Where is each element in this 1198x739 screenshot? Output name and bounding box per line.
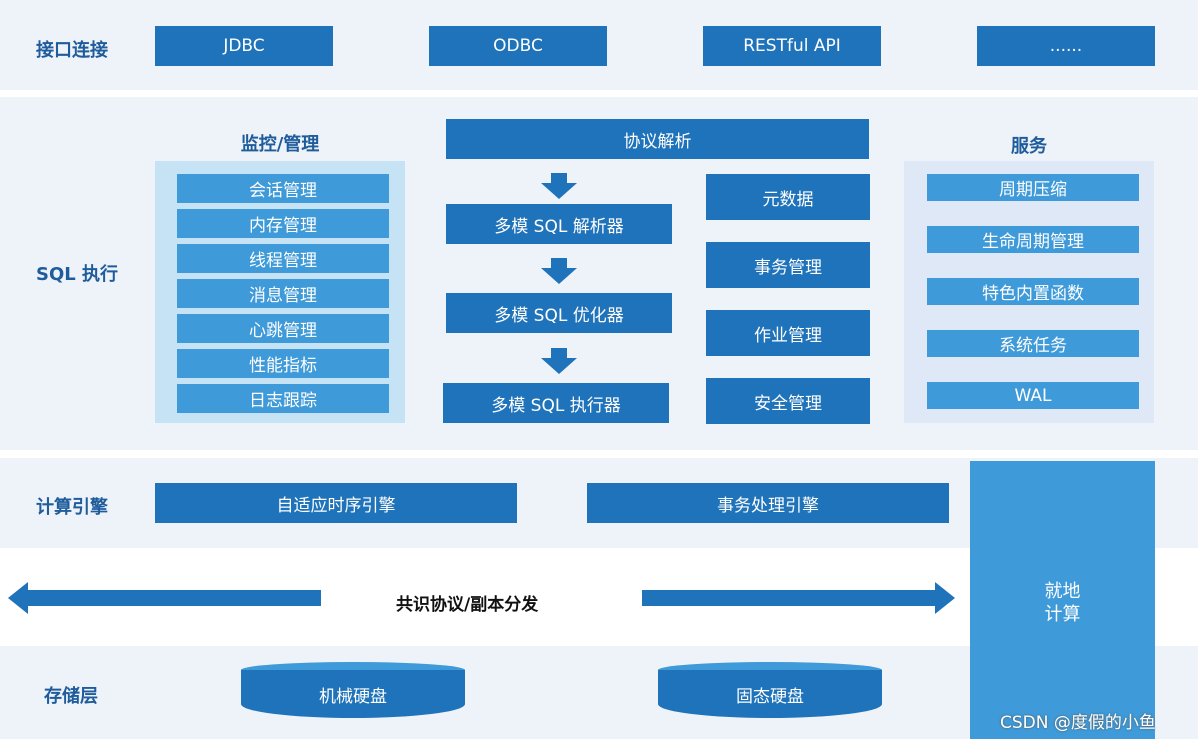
compute-label: 计算引擎 <box>36 497 108 518</box>
transaction-engine-box: 事务处理引擎 <box>587 483 949 523</box>
service-item-lifecycle: 生命周期管理 <box>927 226 1139 253</box>
down-arrow-icon <box>541 348 577 374</box>
monitor-item-session: 会话管理 <box>177 174 389 203</box>
transaction-mgmt-box: 事务管理 <box>706 242 870 288</box>
monitor-item-metrics: 性能指标 <box>177 349 389 378</box>
more-interfaces-box: ...... <box>977 26 1155 66</box>
ssd-disk: 固态硬盘 <box>658 662 882 718</box>
monitor-panel: 会话管理 内存管理 线程管理 消息管理 心跳管理 性能指标 日志跟踪 <box>155 161 405 423</box>
interface-label: 接口连接 <box>36 40 108 61</box>
time-series-engine-box: 自适应时序引擎 <box>155 483 517 523</box>
monitor-item-thread: 线程管理 <box>177 244 389 273</box>
storage-label: 存储层 <box>44 686 98 707</box>
service-item-functions: 特色内置函数 <box>927 278 1139 305</box>
metadata-box: 元数据 <box>706 174 870 220</box>
sql-executor-box: 多模 SQL 执行器 <box>443 383 669 423</box>
local-compute-box: 就地 计算 <box>970 461 1155 739</box>
odbc-box: ODBC <box>429 26 607 66</box>
service-item-wal: WAL <box>927 382 1139 409</box>
monitor-item-log: 日志跟踪 <box>177 384 389 413</box>
service-item-compaction: 周期压缩 <box>927 174 1139 201</box>
jdbc-box: JDBC <box>155 26 333 66</box>
left-arrow-icon <box>8 582 321 614</box>
right-arrow-icon <box>642 582 955 614</box>
watermark: CSDN @度假的小鱼 <box>1000 713 1156 733</box>
local-compute-line1: 就地 <box>1044 581 1081 602</box>
sql-label: SQL 执行 <box>36 264 119 285</box>
hdd-disk: 机械硬盘 <box>241 662 465 718</box>
monitor-item-message: 消息管理 <box>177 279 389 308</box>
security-mgmt-box: 安全管理 <box>706 378 870 424</box>
monitor-title: 监控/管理 <box>240 134 320 155</box>
down-arrow-icon <box>541 258 577 284</box>
job-mgmt-box: 作业管理 <box>706 310 870 356</box>
protocol-parse-box: 协议解析 <box>446 119 869 159</box>
services-title: 服务 <box>1011 136 1047 157</box>
sql-optimizer-box: 多模 SQL 优化器 <box>446 293 672 333</box>
ssd-label: 固态硬盘 <box>658 670 882 718</box>
sql-parser-box: 多模 SQL 解析器 <box>446 204 672 244</box>
monitor-item-memory: 内存管理 <box>177 209 389 238</box>
down-arrow-icon <box>541 173 577 199</box>
monitor-item-heartbeat: 心跳管理 <box>177 314 389 343</box>
service-item-system-tasks: 系统任务 <box>927 330 1139 357</box>
hdd-label: 机械硬盘 <box>241 670 465 718</box>
services-panel: 周期压缩 生命周期管理 特色内置函数 系统任务 WAL <box>904 161 1154 423</box>
consensus-label: 共识协议/副本分发 <box>396 595 539 615</box>
local-compute-line2: 计算 <box>1044 604 1081 625</box>
restful-api-box: RESTful API <box>703 26 881 66</box>
